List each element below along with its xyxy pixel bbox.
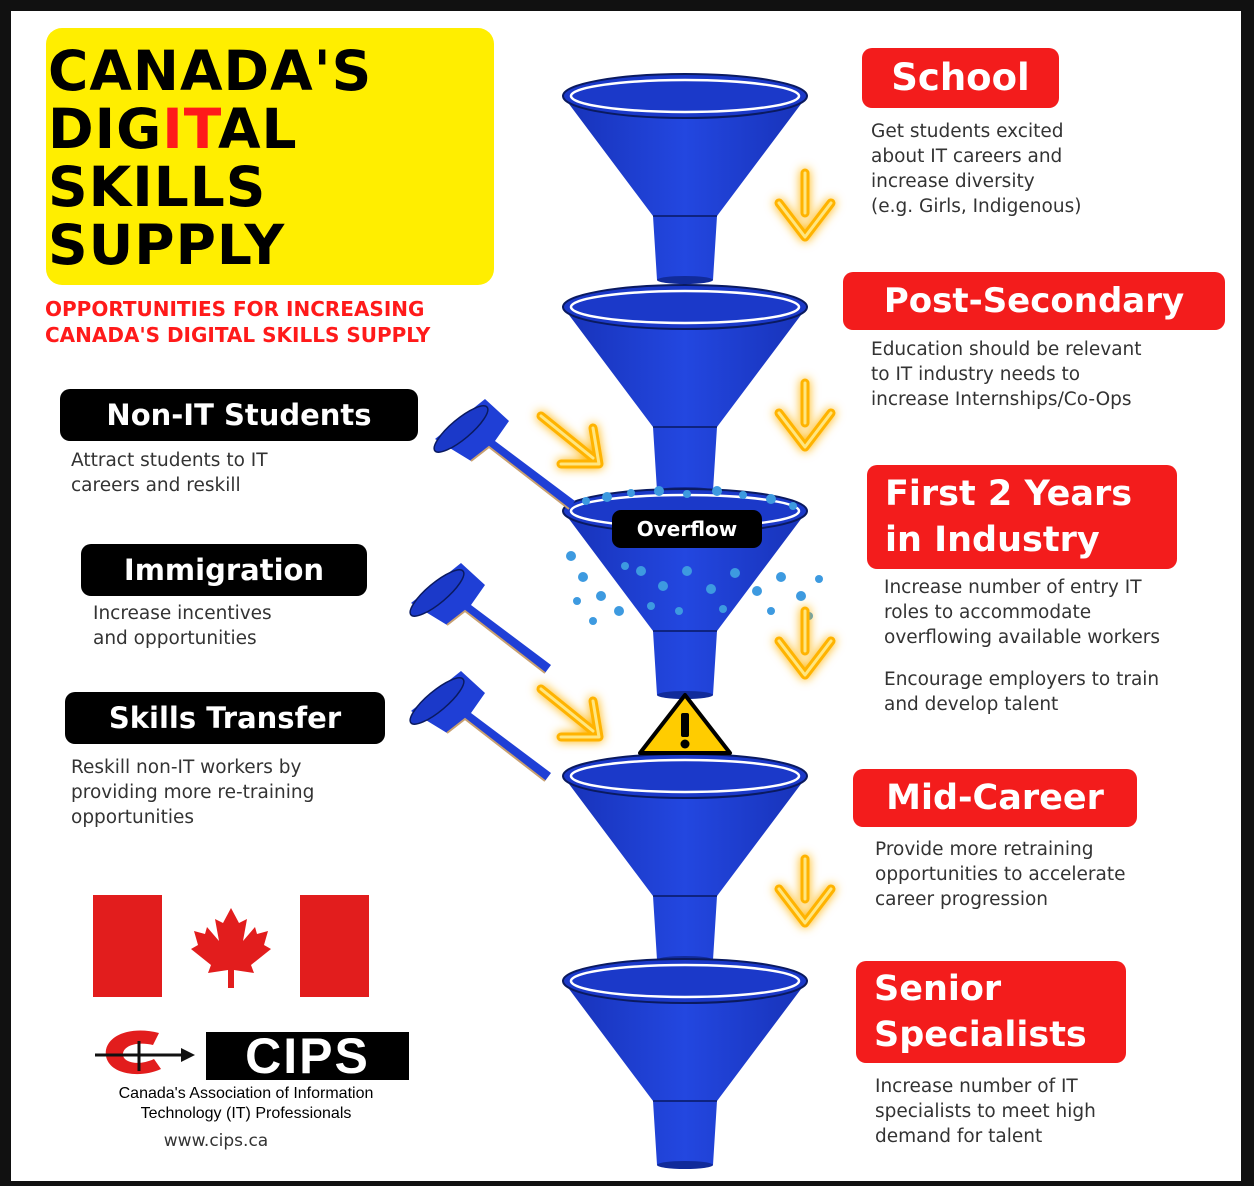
desc-line: overflowing available workers (884, 627, 1160, 648)
desc-line: Increase number of entry IT (884, 577, 1142, 598)
desc-line: Get students excited (871, 121, 1064, 142)
side-funnel-skills-transfer (403, 670, 552, 782)
cips-url: www.cips.ca (163, 1131, 269, 1151)
canada-flag (93, 895, 369, 997)
stage-desc-mid-career: Provide more retraining opportunities to… (875, 837, 1125, 912)
stage-desc-school: Get students excited about IT careers an… (871, 119, 1081, 219)
desc-line: increase diversity (871, 171, 1035, 192)
title-block: CANADA'S DIGITAL SKILLS SUPPLY (46, 28, 494, 285)
maple-leaf-icon (191, 908, 271, 988)
subtitle-line: OPPORTUNITIES FOR INCREASING (45, 297, 425, 321)
title-line: DIGITAL (46, 100, 494, 158)
input-label-non-it-students: Non-IT Students (60, 389, 418, 441)
desc-line: opportunities to accelerate (875, 864, 1126, 885)
desc-line: Reskill non-IT workers by (71, 757, 302, 778)
desc-line: Education should be relevant (871, 339, 1142, 360)
cips-caption: Canada's Association of Information Tech… (66, 1084, 426, 1124)
label-line: Senior (874, 969, 1002, 1009)
arrow-down-icon (779, 173, 831, 237)
input-label-skills-transfer: Skills Transfer (65, 692, 385, 744)
label-line: Specialists (874, 1015, 1087, 1055)
subtitle-line: CANADA'S DIGITAL SKILLS SUPPLY (45, 323, 431, 347)
page-title: CANADA'S DIGITAL SKILLS SUPPLY (46, 42, 494, 274)
stage-label-first-2-years: First 2 Years in Industry (867, 465, 1177, 569)
arrow-down-icon (779, 859, 831, 923)
desc-line: Increase number of IT (875, 1076, 1078, 1097)
overflow-label: Overflow (612, 510, 762, 548)
stage-desc-senior-specialists: Increase number of IT specialists to mee… (875, 1074, 1096, 1149)
desc-line: providing more re-training (71, 782, 315, 803)
infographic: CANADA'S DIGITAL SKILLS SUPPLY OPPORTUNI… (11, 11, 1241, 1181)
funnel-mid-career (561, 752, 809, 966)
stage-label-post-secondary: Post-Secondary (843, 272, 1225, 330)
cips-wordmark: CIPS (206, 1031, 409, 1081)
desc-line: Provide more retraining (875, 839, 1094, 860)
desc-line: demand for talent (875, 1126, 1043, 1147)
desc-line: and develop talent (884, 694, 1059, 715)
arrow-down-icon (779, 383, 831, 447)
desc-line: increase Internships/Co-Ops (871, 389, 1132, 410)
desc-line: about IT careers and (871, 146, 1063, 167)
title-line: SUPPLY (48, 213, 286, 277)
desc-line: specialists to meet high (875, 1101, 1096, 1122)
arrow-down-icon (779, 611, 831, 675)
stage-label-school: School (862, 48, 1059, 108)
caption-line: Canada's Association of Information (118, 1085, 374, 1102)
caption-line: Technology (IT) Professionals (140, 1105, 352, 1122)
graphics-layer (91, 72, 1241, 1171)
stage-desc-first-2-years-extra: Encourage employers to train and develop… (884, 667, 1159, 717)
arrow-diagonal-icon (541, 416, 599, 464)
desc-line: career progression (875, 889, 1049, 910)
label-line: First 2 Years (885, 474, 1133, 514)
desc-line: roles to accommodate (884, 602, 1092, 623)
stage-desc-first-2-years: Increase number of entry IT roles to acc… (884, 575, 1160, 650)
desc-line: (e.g. Girls, Indigenous) (871, 196, 1082, 217)
desc-line: Encourage employers to train (884, 669, 1160, 690)
side-funnel-immigration (403, 562, 552, 674)
stage-label-mid-career: Mid-Career (853, 769, 1137, 827)
desc-line: opportunities (71, 807, 194, 828)
title-highlight: IT (162, 97, 218, 161)
subtitle: OPPORTUNITIES FOR INCREASING CANADA'S DI… (45, 296, 565, 348)
input-label-immigration: Immigration (81, 544, 367, 596)
input-desc-immigration: Increase incentives and opportunities (93, 601, 272, 651)
funnel-school (561, 72, 809, 286)
title-segment: DIG (48, 97, 163, 161)
arrow-diagonal-icon (541, 689, 599, 737)
stage-label-senior-specialists: Senior Specialists (856, 961, 1126, 1063)
desc-line: and opportunities (93, 628, 257, 649)
title-line: CANADA'S (48, 39, 373, 103)
title-line: SKILLS (48, 155, 267, 219)
input-desc-skills-transfer: Reskill non-IT workers by providing more… (71, 755, 314, 830)
cips-logo-emblem (91, 1023, 203, 1083)
input-desc-non-it-students: Attract students to IT careers and reski… (71, 448, 268, 498)
side-funnel-non-it (427, 398, 576, 510)
funnel-senior (561, 957, 809, 1171)
label-line: in Industry (885, 520, 1100, 560)
stage-desc-post-secondary: Education should be relevant to IT indus… (871, 337, 1142, 412)
desc-line: to IT industry needs to (871, 364, 1081, 385)
warning-icon (638, 693, 732, 755)
desc-line: careers and reskill (71, 475, 241, 496)
title-segment: AL (217, 97, 298, 161)
desc-line: Attract students to IT (71, 450, 268, 471)
desc-line: Increase incentives (93, 603, 272, 624)
